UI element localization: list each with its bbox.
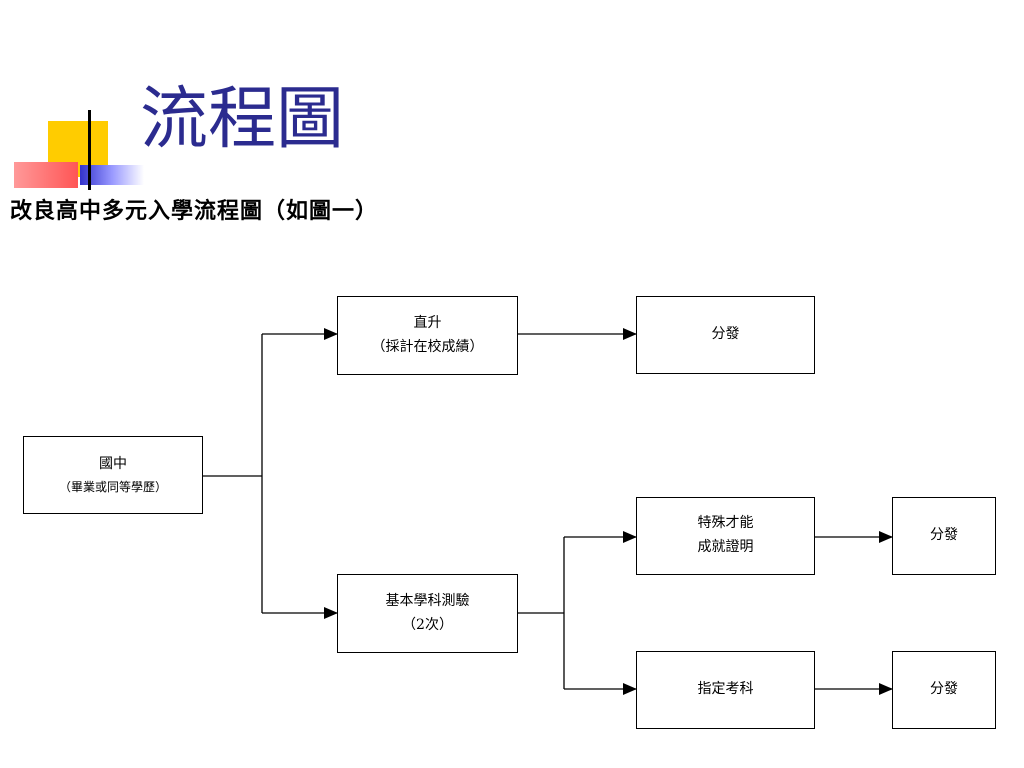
box-junior-high-line2: （畢業或同等學歷）: [58, 479, 167, 494]
title-decoration-blue-square: [80, 165, 144, 185]
box-junior-high: 國中 （畢業或同等學歷）: [23, 436, 203, 514]
box-placement-2-label: 分發: [930, 527, 958, 544]
box-placement-3: 分發: [892, 651, 996, 729]
box-placement-1: 分發: [636, 296, 815, 374]
slide-subtitle: 改良高中多元入學流程圖（如圖一）: [10, 198, 379, 224]
box-junior-high-line1: 國中: [99, 455, 127, 472]
box-special-talent-line2: 成就證明: [697, 539, 754, 555]
box-designated-subjects: 指定考科: [636, 651, 815, 729]
box-basic-exam-line1: 基本學科測驗: [385, 592, 470, 609]
box-designated-subjects-label: 指定考科: [697, 681, 754, 698]
box-placement-3-label: 分發: [930, 681, 958, 698]
slide-title: 流程圖: [140, 80, 345, 159]
box-direct-promotion-line2: （採計在校成績）: [371, 338, 484, 355]
box-placement-1-label: 分發: [711, 326, 740, 343]
box-special-talent: 特殊才能 成就證明: [636, 497, 815, 575]
title-decoration-vertical-line: [88, 110, 91, 190]
box-placement-2: 分發: [892, 497, 996, 575]
box-direct-promotion-line1: 直升: [413, 314, 442, 331]
title-decoration-red-square: [14, 162, 78, 188]
box-direct-promotion: 直升 （採計在校成績）: [337, 296, 518, 375]
box-basic-exam-line2: （2次）: [402, 616, 453, 633]
box-special-talent-line1: 特殊才能: [697, 515, 754, 532]
box-basic-exam: 基本學科測驗 （2次）: [337, 574, 518, 653]
